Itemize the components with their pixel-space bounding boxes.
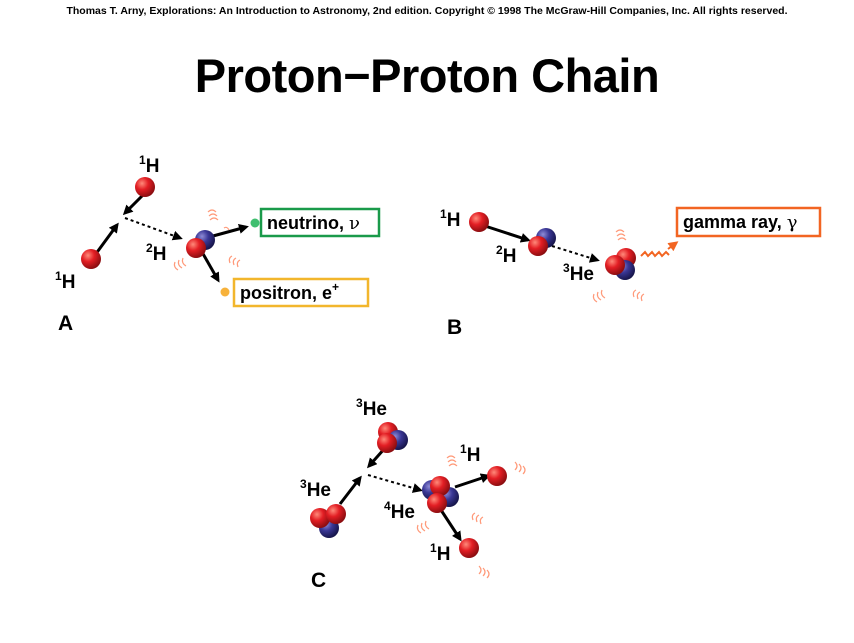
deuterium-nucleus (186, 230, 215, 258)
proton-ball (135, 177, 155, 197)
label-h1-top: 1H (460, 442, 480, 466)
arrow-to-neutrino (212, 224, 249, 238)
label-h2: 2H (146, 241, 166, 265)
energy-burst-icon (416, 455, 526, 579)
helium-3-nucleus (377, 422, 408, 453)
label-h1-bottom: 1H (430, 541, 450, 565)
arrow-dashed-to-he3 (551, 245, 600, 263)
label-he4: 4He (384, 499, 415, 523)
arrow-to-positron (200, 251, 220, 283)
panel-a: 1H 1H 2H neutrino, ν positron, e+ A (55, 153, 381, 335)
neutrino-dot (250, 218, 260, 228)
panel-b: 1H 2H 3He gamma ray, γ B (440, 206, 822, 339)
positron-label: positron, e+ (240, 280, 339, 303)
neutrino-label: neutrino, ν (267, 213, 360, 234)
panel-label-c: C (311, 569, 326, 592)
proton-ball (81, 249, 101, 269)
arrow-h1-bottom-incoming (93, 222, 119, 256)
positron-dot (220, 287, 230, 297)
panel-label-a: A (58, 312, 73, 335)
gamma-arrow (667, 241, 679, 252)
proton-ball (469, 212, 489, 232)
gamma-ray-box (675, 206, 822, 238)
helium-3-nucleus (310, 504, 346, 538)
gamma-wave-icon (640, 250, 670, 258)
panel-c: 3He 3He 4He 1H 1H C (300, 396, 526, 592)
positron-box (232, 277, 370, 308)
label-h1-top: 1H (139, 153, 159, 177)
label-he3: 3He (563, 261, 594, 285)
label-h2: 2H (496, 243, 516, 267)
helium-4-nucleus (422, 476, 459, 513)
neutrino-box (259, 207, 381, 238)
energy-burst-icon (592, 229, 645, 303)
deuterium-nucleus (528, 228, 556, 256)
proton-ball (459, 538, 479, 558)
energy-burst-icon (173, 209, 241, 271)
label-h1-bottom: 1H (55, 269, 75, 293)
helium-3-nucleus (605, 248, 636, 280)
arrow-he3-left-incoming (338, 475, 362, 505)
arrow-h1-to-h2 (484, 224, 531, 243)
label-he3-top: 3He (356, 396, 387, 420)
panel-label-b: B (447, 316, 462, 339)
copyright-notice: Thomas T. Arny, Explorations: An Introdu… (66, 5, 788, 17)
arrow-to-h1-bottom (439, 509, 462, 542)
arrow-to-h1-top (454, 473, 491, 489)
page-title: Proton−Proton Chain (194, 49, 660, 102)
arrow-dashed-to-he4 (367, 474, 423, 493)
proton-ball (487, 466, 507, 486)
label-he3-left: 3He (300, 477, 331, 501)
gamma-ray-label: gamma ray, γ (683, 212, 798, 233)
label-h1: 1H (440, 207, 460, 231)
arrow-dashed-to-h2 (124, 217, 183, 241)
